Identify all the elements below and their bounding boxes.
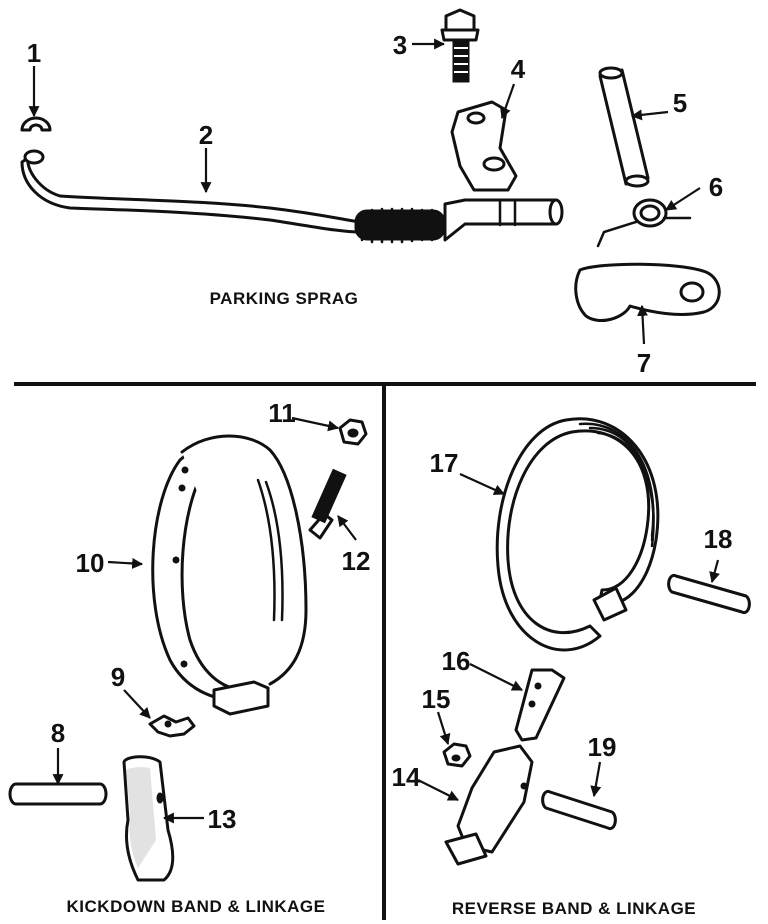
part-11-nut <box>338 418 368 446</box>
part-12-adjusting-screw <box>308 468 347 540</box>
part-16-strut <box>514 668 566 742</box>
part-4-bracket <box>450 100 518 192</box>
callout-3: 3 <box>393 30 407 60</box>
callout-19: 19 <box>588 732 617 762</box>
part-8-pin <box>8 782 108 806</box>
callout-12: 12 <box>342 546 371 576</box>
part-15-nut <box>442 742 472 768</box>
callout-6: 6 <box>709 172 723 202</box>
caption-reverse-band: REVERSE BAND & LINKAGE <box>452 899 696 918</box>
callout-17: 17 <box>430 448 459 478</box>
part-6-spring <box>596 198 692 248</box>
part-18-pin <box>667 573 751 615</box>
part-9-clip <box>148 714 196 738</box>
part-5-pin <box>598 66 650 188</box>
callout-18: 18 <box>704 524 733 554</box>
callout-14: 14 <box>392 762 421 792</box>
callout-7: 7 <box>637 348 651 378</box>
callout-9: 9 <box>111 662 125 692</box>
callout-numbers: 1 2 3 4 5 6 7 8 9 10 11 12 13 14 15 16 1… <box>27 30 733 834</box>
callout-2: 2 <box>199 120 213 150</box>
caption-kickdown-band: KICKDOWN BAND & LINKAGE <box>67 897 326 916</box>
part-10-kickdown-band <box>151 434 308 716</box>
callout-13: 13 <box>208 804 237 834</box>
callout-15: 15 <box>422 684 451 714</box>
part-17-reverse-band <box>495 417 660 652</box>
callout-4: 4 <box>511 54 526 84</box>
part-2-parking-rod <box>20 149 564 244</box>
callout-10: 10 <box>76 548 105 578</box>
part-7-pawl <box>574 262 721 322</box>
part-3-bolt <box>440 8 480 83</box>
part-1-e-clip <box>20 116 52 132</box>
leader-arrows <box>28 38 720 824</box>
callout-11: 11 <box>268 398 296 428</box>
callout-8: 8 <box>51 718 65 748</box>
callout-5: 5 <box>673 88 687 118</box>
part-19-pin <box>541 789 617 831</box>
callout-1: 1 <box>27 38 41 68</box>
caption-parking-sprag: PARKING SPRAG <box>210 289 359 308</box>
callout-16: 16 <box>442 646 471 676</box>
part-14-reverse-lever <box>444 744 534 866</box>
part-13-kickdown-lever <box>122 755 175 882</box>
